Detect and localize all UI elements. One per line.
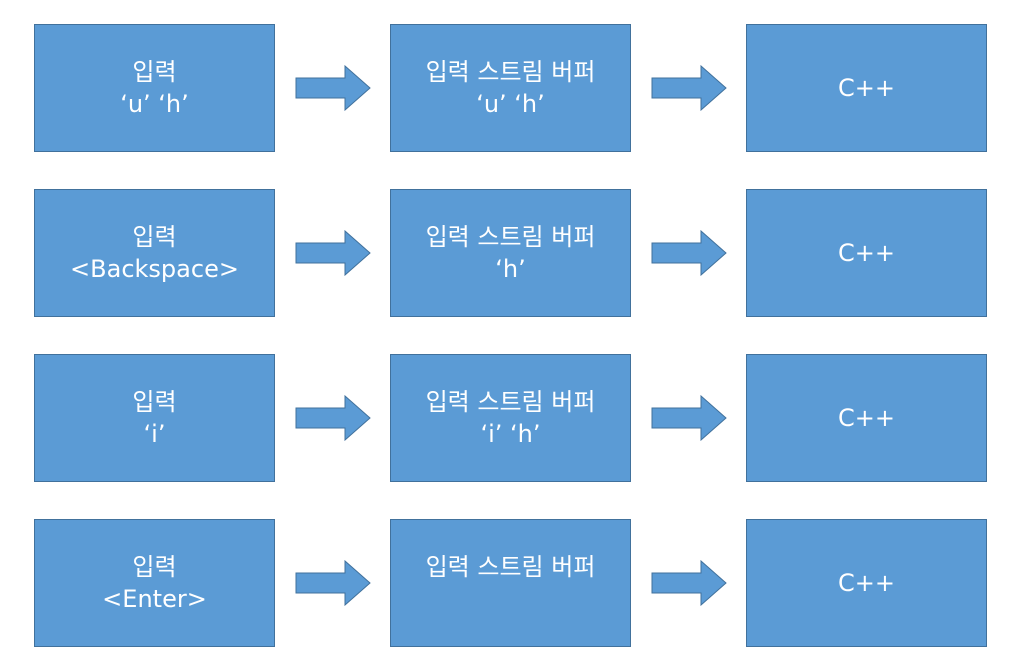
buffer-box-4-title: 입력 스트림 버퍼 <box>425 553 596 581</box>
buffer-box-1-value: ‘u’ ‘h’ <box>476 90 545 118</box>
input-box-2-title: 입력 <box>132 223 177 251</box>
input-box-4-value: <Enter> <box>102 585 207 613</box>
program-box-3-label: C++ <box>838 404 895 432</box>
input-box-3-value: ‘i’ <box>143 420 166 448</box>
buffer-box-3-title: 입력 스트림 버퍼 <box>425 388 596 416</box>
program-box-3: C++ <box>746 354 987 482</box>
buffer-box-2-value: ‘h’ <box>495 255 526 283</box>
arrow-right-icon <box>651 560 727 606</box>
input-box-1-title: 입력 <box>132 58 177 86</box>
buffer-box-4: 입력 스트림 버퍼 <box>390 519 631 647</box>
input-box-1-value: ‘u’ ‘h’ <box>120 90 189 118</box>
arrow-right-icon <box>295 65 371 111</box>
program-box-4-label: C++ <box>838 569 895 597</box>
input-box-3-title: 입력 <box>132 388 177 416</box>
program-box-4: C++ <box>746 519 987 647</box>
program-box-1: C++ <box>746 24 987 152</box>
buffer-box-1-title: 입력 스트림 버퍼 <box>425 58 596 86</box>
arrow-right-icon <box>651 65 727 111</box>
buffer-box-3: 입력 스트림 버퍼 ‘i’ ‘h’ <box>390 354 631 482</box>
program-box-1-label: C++ <box>838 74 895 102</box>
input-box-4: 입력 <Enter> <box>34 519 275 647</box>
program-box-2-label: C++ <box>838 239 895 267</box>
arrow-right-icon <box>295 560 371 606</box>
input-box-1: 입력 ‘u’ ‘h’ <box>34 24 275 152</box>
input-box-2: 입력 <Backspace> <box>34 189 275 317</box>
buffer-box-3-value: ‘i’ ‘h’ <box>480 420 541 448</box>
arrow-right-icon <box>651 395 727 441</box>
input-box-3: 입력 ‘i’ <box>34 354 275 482</box>
arrow-right-icon <box>295 230 371 276</box>
arrow-right-icon <box>651 230 727 276</box>
buffer-box-1: 입력 스트림 버퍼 ‘u’ ‘h’ <box>390 24 631 152</box>
input-box-4-title: 입력 <box>132 553 177 581</box>
buffer-box-2: 입력 스트림 버퍼 ‘h’ <box>390 189 631 317</box>
program-box-2: C++ <box>746 189 987 317</box>
buffer-box-2-title: 입력 스트림 버퍼 <box>425 223 596 251</box>
input-box-2-value: <Backspace> <box>70 255 239 283</box>
arrow-right-icon <box>295 395 371 441</box>
